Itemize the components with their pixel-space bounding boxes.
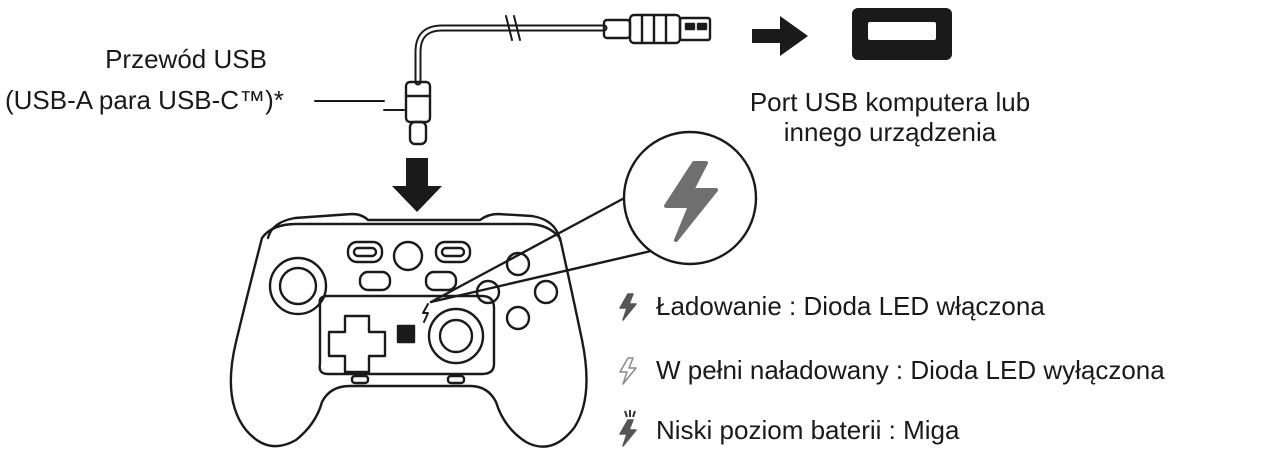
legend-row-charging: Ładowanie : Dioda LED włączona bbox=[612, 286, 1045, 326]
lightning-blink-icon bbox=[619, 410, 637, 447]
gamepad bbox=[229, 212, 588, 448]
legend-row-full: W pełni naładowany : Dioda LED wyłączona bbox=[612, 350, 1165, 390]
arrow-down-icon bbox=[392, 158, 442, 212]
lightning-solid-icon bbox=[619, 293, 637, 321]
usb-c-plug bbox=[404, 80, 432, 146]
legend-text-charging: Ładowanie : Dioda LED włączona bbox=[656, 291, 1045, 321]
cable-label-line2: (USB-A para USB-C™)* bbox=[5, 85, 284, 115]
usb-a-plug bbox=[602, 13, 712, 45]
arrow-right-icon bbox=[752, 16, 808, 56]
legend-row-low: Niski poziom baterii : Miga bbox=[612, 410, 959, 450]
legend-text-full: W pełni naładowany : Dioda LED wyłączona bbox=[656, 355, 1165, 385]
led-callout bbox=[429, 130, 758, 304]
legend-text-low-battery: Niski poziom baterii : Miga bbox=[656, 415, 960, 445]
usb-cable bbox=[314, 15, 608, 111]
port-label-line1: Port USB komputera lub bbox=[749, 87, 1031, 117]
port-label-line2: innego urządzenia bbox=[783, 117, 997, 147]
lightning-large-icon bbox=[664, 161, 718, 242]
lightning-outline-icon bbox=[619, 357, 637, 385]
usb-port-icon bbox=[852, 8, 952, 60]
cable-label-line1: Przewód USB bbox=[105, 44, 267, 74]
